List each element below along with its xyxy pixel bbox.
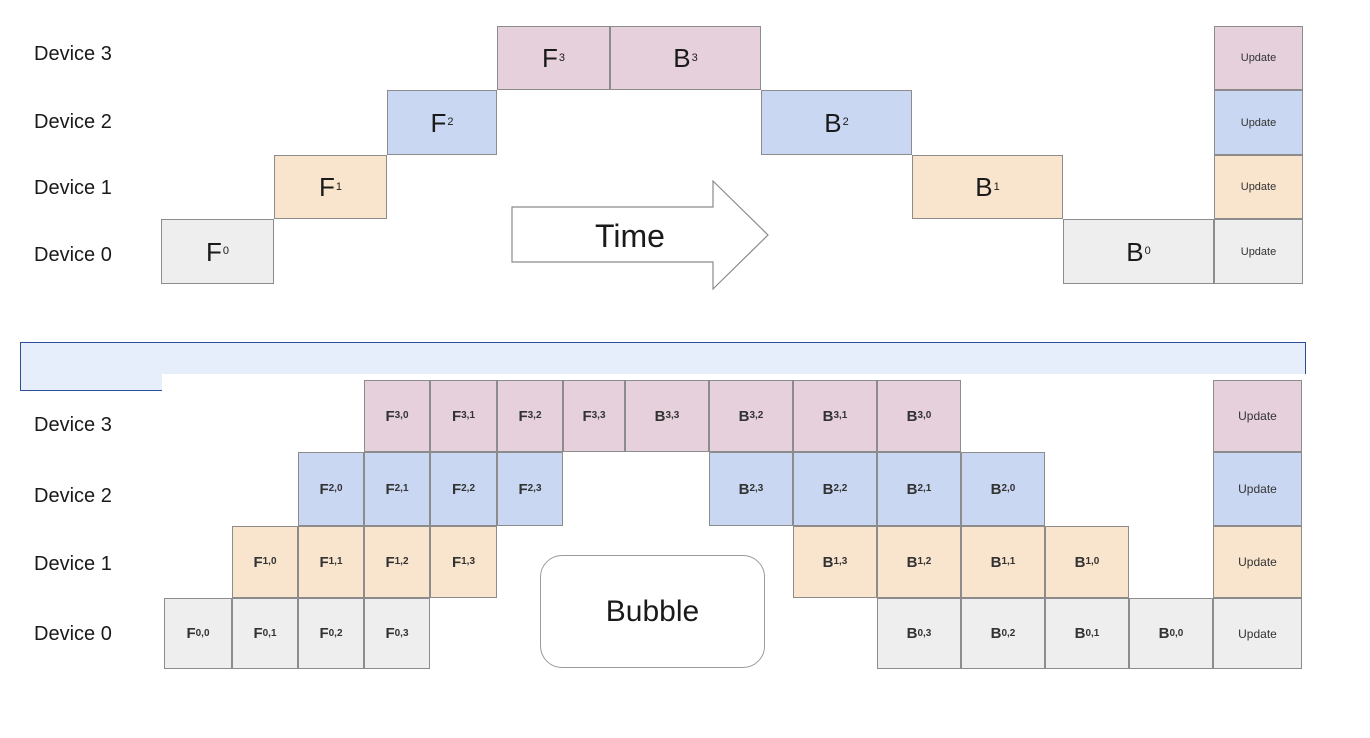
top-row-label-device-3: Device 3 bbox=[34, 43, 112, 65]
top-update-device-2: Update bbox=[1214, 90, 1303, 155]
top-row-label-device-1: Device 1 bbox=[34, 177, 112, 199]
bubble-label: Bubble bbox=[540, 555, 765, 668]
top-row-label-device-0: Device 0 bbox=[34, 244, 112, 266]
bottom-update-device-2: Update bbox=[1213, 452, 1302, 526]
bottom-row-label-device-1: Device 1 bbox=[34, 553, 112, 575]
bottom-update-device-3: Update bbox=[1213, 380, 1302, 452]
time-arrow-icon bbox=[511, 179, 769, 291]
top-update-device-0: Update bbox=[1214, 219, 1303, 284]
top-row-label-device-2: Device 2 bbox=[34, 111, 112, 133]
time-label: Time bbox=[595, 218, 665, 254]
top-update-device-1: Update bbox=[1214, 155, 1303, 219]
bottom-update-device-0: Update bbox=[1213, 598, 1302, 669]
top-update-device-3: Update bbox=[1214, 26, 1303, 90]
bottom-row-label-device-3: Device 3 bbox=[34, 414, 112, 436]
bottom-row-label-device-2: Device 2 bbox=[34, 485, 112, 507]
bottom-row-label-device-0: Device 0 bbox=[34, 623, 112, 645]
bottom-update-device-1: Update bbox=[1213, 526, 1302, 598]
